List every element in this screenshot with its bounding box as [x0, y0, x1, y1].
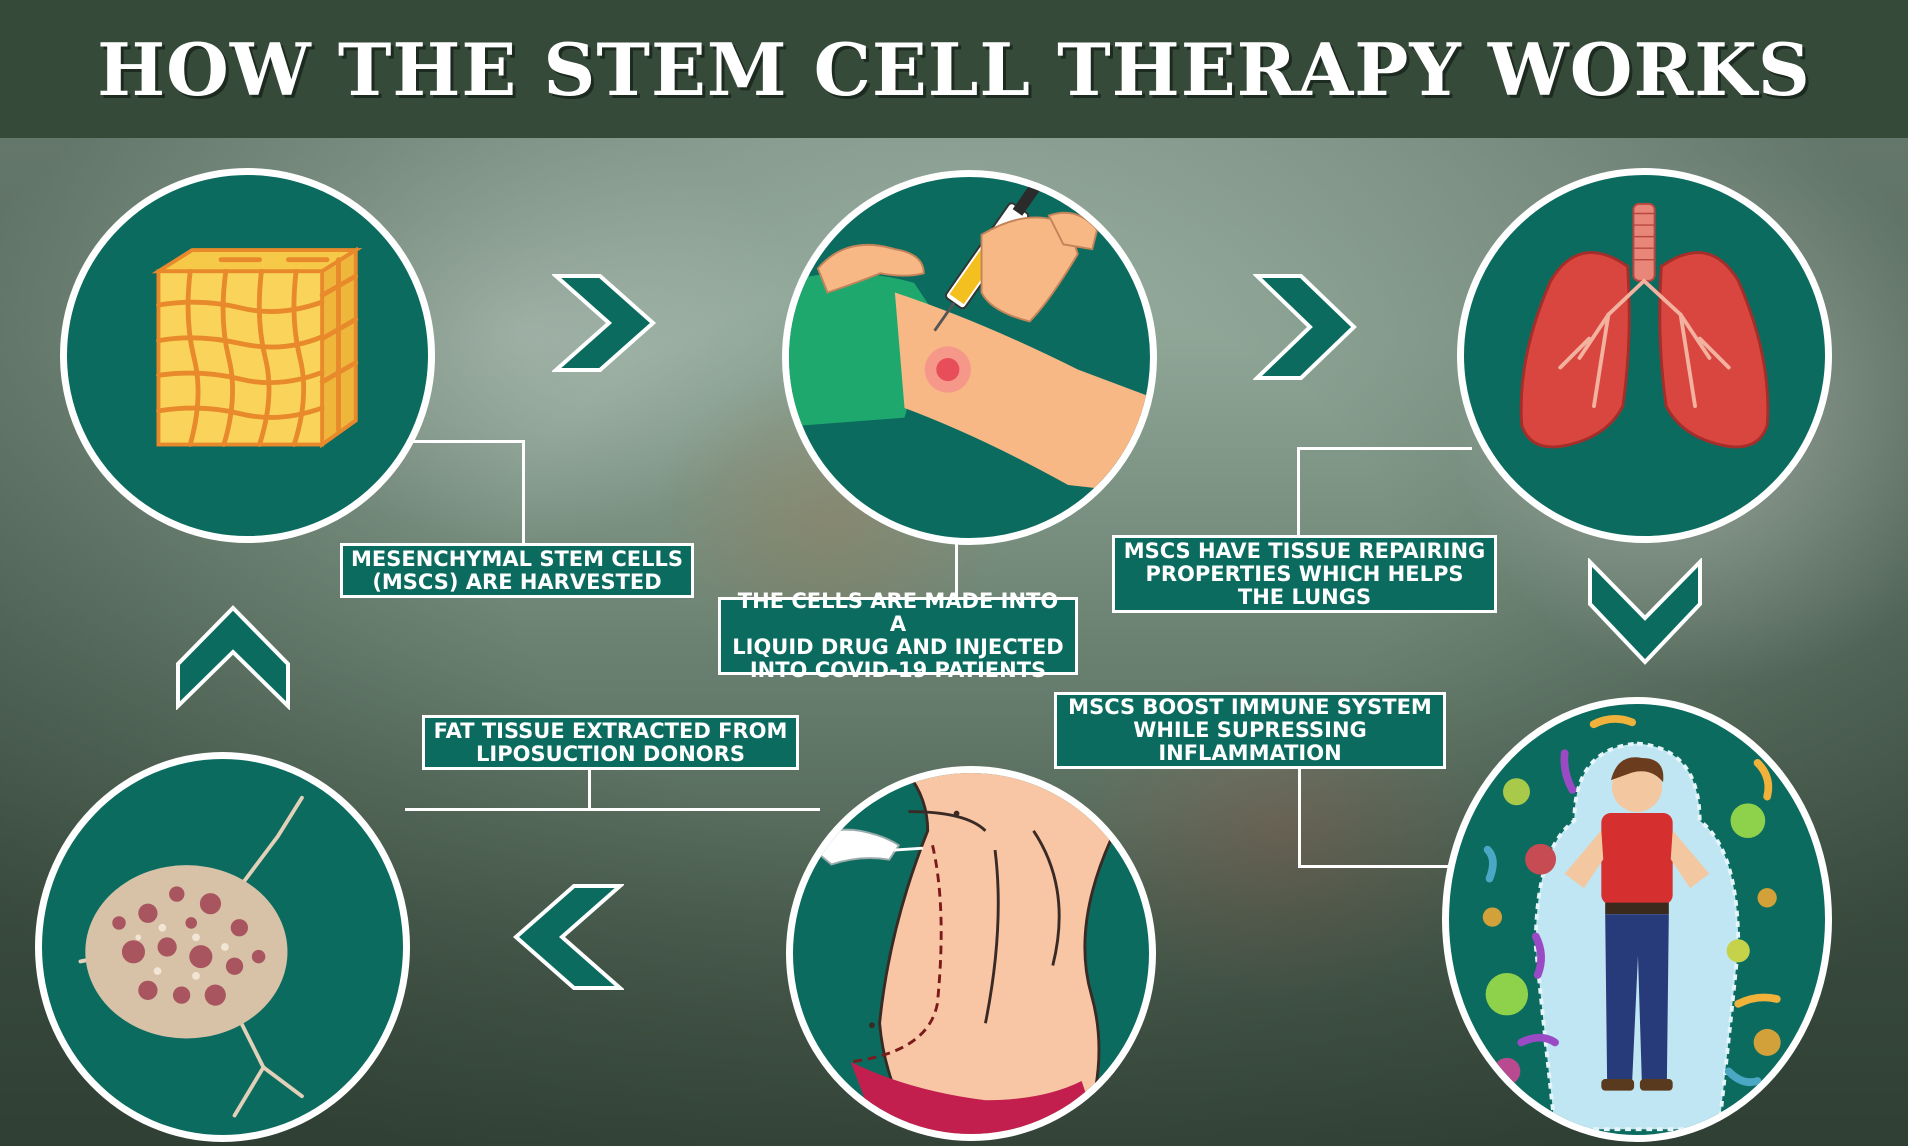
connector-line [1297, 447, 1472, 450]
chevron-right-icon [1253, 274, 1357, 380]
label-immune: MSCS BOOST IMMUNE SYSTEM WHILE SUPRESSIN… [1054, 692, 1446, 769]
connector-line [1298, 765, 1301, 867]
label-injected: THE CELLS ARE MADE INTO A LIQUID DRUG AN… [718, 590, 1078, 682]
connector-line [955, 540, 958, 605]
immune-system-circle [1442, 697, 1832, 1142]
page-title: HOW THE STEM CELL THERAPY WORKS [97, 26, 1811, 112]
lungs-icon [1519, 202, 1770, 449]
stem-cell-circle [35, 752, 410, 1142]
stem-cell-icon [78, 795, 304, 1118]
connector-line [1297, 447, 1300, 539]
title-bar: HOW THE STEM CELL THERAPY WORKS [0, 0, 1908, 138]
label-harvested: MESENCHYMAL STEM CELLS (MSCS) ARE HARVES… [340, 543, 694, 598]
label-repairing: MSCS HAVE TISSUE REPAIRING PROPERTIES WH… [1112, 535, 1497, 613]
connector-line [1298, 865, 1448, 868]
fat-tissue-circle [60, 168, 435, 543]
chevron-left-icon [512, 884, 624, 990]
liposuction-body-icon [800, 773, 1116, 1134]
injection-circle [782, 170, 1157, 545]
connector-line [405, 808, 820, 811]
label-fat-tissue: FAT TISSUE EXTRACTED FROM LIPOSUCTION DO… [422, 715, 799, 770]
protected-man-bacteria-icon [1482, 715, 1781, 1132]
chevron-up-icon [176, 605, 290, 710]
connector-line [522, 440, 525, 544]
chevron-right-icon [552, 274, 657, 372]
chevron-down-icon [1588, 558, 1702, 665]
syringe-injection-icon [789, 177, 1150, 495]
fat-tissue-cube-icon [151, 246, 363, 449]
connector-line [410, 440, 525, 443]
connector-line [588, 769, 591, 811]
liposuction-circle [786, 766, 1156, 1141]
lungs-circle [1457, 168, 1832, 543]
